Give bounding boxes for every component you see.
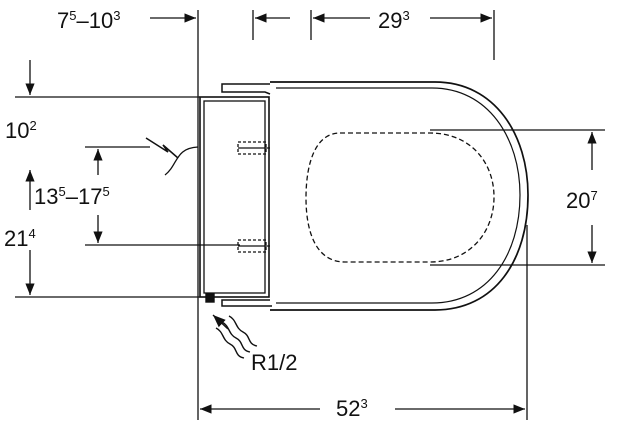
mounting-frame xyxy=(199,96,270,298)
toilet-seat-outline xyxy=(276,87,521,304)
bowl-opening xyxy=(305,132,495,263)
electrical-connection-icon xyxy=(145,137,179,159)
mounting-frame-inner xyxy=(203,100,266,294)
water-supply-arrow-icon xyxy=(205,293,258,359)
dimension-left-upper: 102 xyxy=(5,118,37,143)
lower-mounting-bolt xyxy=(237,239,270,253)
dimension-bottom-width: 523 xyxy=(336,396,368,421)
dimension-right-height: 207 xyxy=(566,188,598,213)
cistern-top-edge xyxy=(221,83,271,95)
toilet-bowl-outline xyxy=(270,81,529,311)
cistern-bottom-edge xyxy=(221,299,272,307)
upper-mounting-bolt xyxy=(237,141,270,155)
dimension-left-lower: 214 xyxy=(4,226,36,251)
water-connection-label: R1/2 xyxy=(251,350,298,375)
dimension-top-left: 75–103 xyxy=(57,8,121,33)
dimension-top-right: 293 xyxy=(378,8,410,33)
dimension-left-middle: 135–175 xyxy=(34,184,110,209)
